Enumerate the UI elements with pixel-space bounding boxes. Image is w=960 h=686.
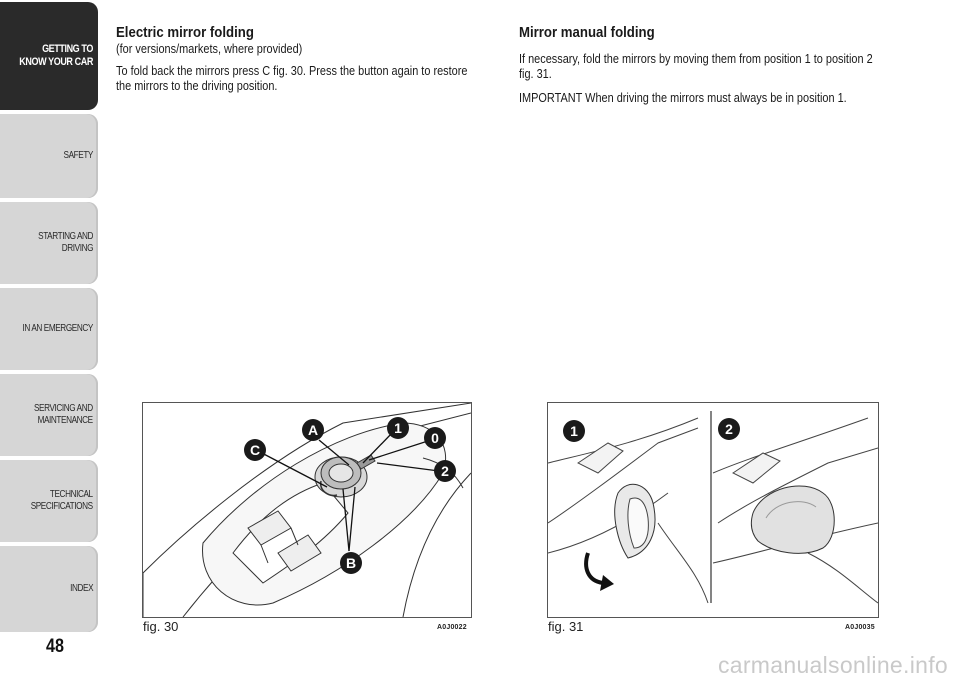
section-title: Mirror manual folding <box>519 24 655 41</box>
figure-caption: fig. 31 <box>548 619 584 634</box>
callout-2-marker <box>434 460 456 482</box>
watermark: carmanualsonline.info <box>717 652 948 678</box>
section-electric-mirror-folding: Electric mirror folding (for versions/ma… <box>116 24 486 93</box>
section-tabs: GETTING TO KNOW YOUR CAR SAFETY STARTING… <box>0 0 100 640</box>
callout-0: 0 <box>431 430 439 446</box>
tab-label: INDEX <box>70 583 94 594</box>
callout-1: 1 <box>570 423 578 439</box>
tab-label: SERVICING AND MAINTENANCE <box>34 403 94 426</box>
callout-1-marker <box>563 420 585 442</box>
callout-2-marker <box>718 418 740 440</box>
section-subtitle: (for versions/markets, where provided) <box>116 41 303 56</box>
tab-label: TECHNICAL SPECIFICATIONS <box>31 489 94 512</box>
tab-label: STARTING AND DRIVING <box>38 231 94 254</box>
page-number: 48 <box>46 636 64 657</box>
section-title: Electric mirror folding <box>116 24 254 41</box>
rotate-arrow-icon <box>584 552 614 591</box>
tab-label: GETTING TO KNOW YOUR CAR <box>19 43 94 68</box>
tab-label: SAFETY <box>63 150 94 161</box>
callout-a: A <box>308 422 318 438</box>
callout-c: C <box>250 442 260 458</box>
body-paragraph-important: IMPORTANT When driving the mirrors must … <box>519 90 847 105</box>
mirror-positions-illustration: 1 2 <box>548 411 878 604</box>
callout-c-marker <box>244 439 266 461</box>
callout-2: 2 <box>441 463 449 479</box>
callout-2: 2 <box>725 421 733 437</box>
callout-1: 1 <box>394 420 402 436</box>
figure-31-mirror-positions: 1 2 <box>547 402 879 618</box>
tab-starting-and-driving[interactable]: STARTING AND DRIVING <box>0 202 98 284</box>
callout-a-marker <box>302 419 324 441</box>
figure-code: A0J0022 <box>437 624 467 631</box>
tab-index[interactable]: INDEX <box>0 546 98 632</box>
figure-caption: fig. 30 <box>143 619 179 634</box>
callout-b-marker <box>340 552 362 574</box>
tab-technical-specifications[interactable]: TECHNICAL SPECIFICATIONS <box>0 460 98 542</box>
body-paragraph: If necessary, fold the mirrors by moving… <box>519 51 873 81</box>
figure-code: A0J0035 <box>845 624 875 631</box>
tab-getting-to-know-your-car[interactable]: GETTING TO KNOW YOUR CAR <box>0 2 98 110</box>
callout-1-marker <box>387 417 409 439</box>
tab-in-an-emergency[interactable]: IN AN EMERGENCY <box>0 288 98 370</box>
tab-safety[interactable]: SAFETY <box>0 114 98 198</box>
body-paragraph: To fold back the mirrors press C fig. 30… <box>116 63 468 93</box>
mirror-switch-illustration: A 1 0 2 C B <box>143 403 471 617</box>
section-mirror-manual-folding: Mirror manual folding If necessary, fold… <box>519 24 909 105</box>
callout-b: B <box>346 555 356 571</box>
tab-label: IN AN EMERGENCY <box>22 323 94 334</box>
tab-servicing-and-maintenance[interactable]: SERVICING AND MAINTENANCE <box>0 374 98 456</box>
callout-0-marker <box>424 427 446 449</box>
figure-30-mirror-switch: A 1 0 2 C B <box>142 402 472 618</box>
